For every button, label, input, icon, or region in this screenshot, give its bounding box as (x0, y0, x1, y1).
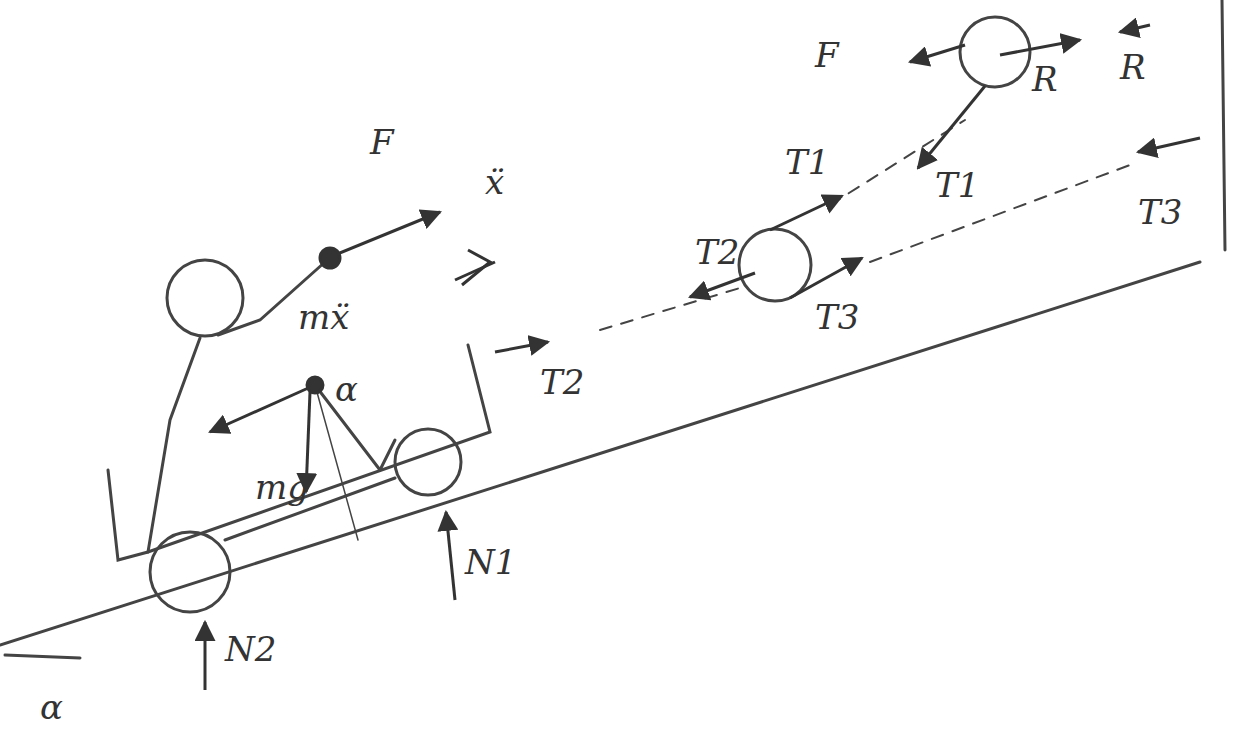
force-label: N2 (225, 632, 276, 666)
force-label: F (815, 38, 839, 72)
force-label: α (40, 690, 63, 724)
force-label: R (1120, 50, 1146, 84)
force-label: N1 (465, 545, 516, 579)
force-label: T2 (540, 365, 584, 399)
force-label: T3 (1138, 195, 1182, 229)
force-label: T1 (785, 145, 829, 179)
force-label: α (335, 372, 358, 406)
force-label: mẍ (298, 300, 349, 334)
force-label: R (1032, 62, 1058, 96)
force-label: T1 (935, 168, 979, 202)
force-label: T3 (815, 300, 859, 334)
force-label: ẍ (485, 165, 504, 199)
force-label: mg (255, 470, 309, 504)
force-label: F (370, 125, 394, 159)
force-label: T2 (695, 235, 739, 269)
